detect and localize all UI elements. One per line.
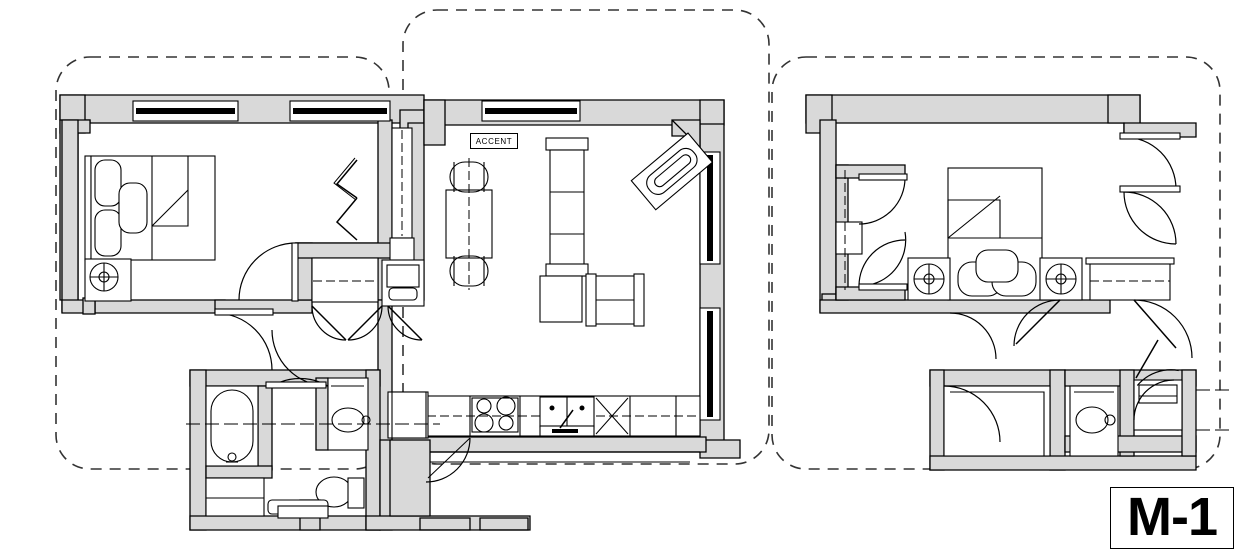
bathtub-left-unit [205, 385, 259, 467]
closet-right-lower [943, 385, 1051, 457]
closet-shelf-left [389, 127, 415, 273]
linen-closet-left [311, 257, 379, 303]
bed-left-unit [84, 155, 216, 261]
swing-door-bedroom-left [238, 242, 299, 302]
bookcase-center [545, 137, 589, 277]
swing-door-hall-left [214, 308, 274, 371]
swing-door-right-closet-lower [1133, 299, 1193, 359]
window-center-east-b [699, 307, 721, 421]
swing-door-closet-left [311, 305, 347, 341]
refrigerator-center [391, 391, 427, 439]
swing-door-laundry-left [347, 305, 423, 341]
dresser-right-unit [1085, 257, 1175, 301]
window-center-top [481, 100, 581, 122]
nightstand-left-unit [84, 258, 132, 302]
accent-wall-callout: ACCENT [470, 133, 518, 149]
side-table-center [539, 275, 583, 323]
bifold-doors-left-hall [333, 157, 358, 241]
double-sink-center [539, 396, 595, 437]
corner-console-center [630, 132, 714, 211]
unit-boundary-right [771, 56, 1221, 470]
double-doors-right-unit [1119, 132, 1181, 245]
shower-tub-right-unit [1133, 339, 1183, 431]
dishwasher-center [595, 397, 629, 435]
entry-door-center [425, 437, 471, 483]
dining-table-center [445, 158, 493, 290]
window-left-bedroom-b [289, 100, 391, 122]
swing-door-bathroom-left [265, 329, 329, 389]
vanity-sink-left-unit [327, 377, 371, 451]
nightstand-right-unit-left [907, 257, 951, 301]
walls-left-center [59, 94, 741, 531]
vanity-sink-right-unit [1069, 385, 1119, 457]
unit-boundary-left [55, 56, 390, 470]
bifold-doors-right-closet [858, 173, 908, 291]
cooktop-center [471, 396, 519, 433]
unit-boundary-center [402, 9, 770, 465]
window-center-east-a [699, 151, 721, 265]
sofa-center [585, 273, 645, 327]
bed-right-unit [947, 167, 1043, 301]
sheet-label: M-1 [1110, 487, 1234, 549]
window-left-bedroom-a [132, 100, 239, 122]
washer-dryer-left [381, 259, 425, 307]
tub-cabinet-left [205, 477, 329, 519]
nightstand-right-unit-right [1039, 257, 1083, 301]
swing-door-right-hall [949, 299, 1061, 360]
